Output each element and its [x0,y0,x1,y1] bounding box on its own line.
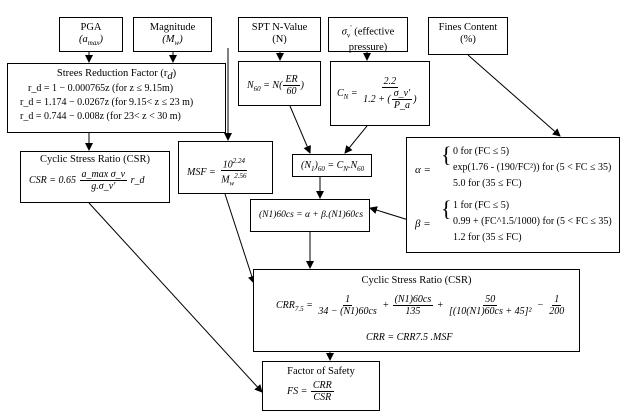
rd-line-3: r_d = 0.744 − 0.008z (for 23< z < 30 m) [20,111,181,122]
pga-symbol: (amax) [79,34,103,48]
rd-line-2: r_d = 1.174 − 0.0267z (for 9.15< z ≤ 23 … [20,97,194,108]
alpha-brace: { [441,142,452,167]
spt-box: SPT N-Value (N) [238,17,321,52]
csr-title: Cyclic Stress Ratio (CSR) [40,154,150,165]
beta-line-2: 0.99 + (FC^1.5/1000) for (5 < FC ≤ 35) [453,216,612,227]
alpha-line-2: exp(1.76 - (190/FC²)) for (5 < FC ≤ 35) [453,162,612,173]
rd-line-1: r_d = 1 − 0.000765z (for z ≤ 9.15m) [28,83,174,94]
effective-pressure-title: σv' (effective [341,24,395,40]
alpha-line-1: 0 for (FC ≤ 5) [453,146,510,157]
beta-line-1: 1 for (FC ≤ 5) [453,200,510,211]
beta-brace: { [441,196,452,221]
n160cs-formula: (N1)60cs = α + β.(N1)60cs [259,210,364,220]
effective-pressure-box: σv' (effective pressure) [328,17,408,53]
fs-title: Factor of Safety [287,366,355,377]
alpha-label: α = [415,164,431,176]
magnitude-box: Magnitude (Mw) [133,17,212,52]
effective-pressure-line2: pressure) [348,41,388,53]
alpha-line-3: 5.0 for (35 ≤ FC) [453,178,522,189]
spt-symbol: (N) [272,34,287,45]
crr-line-2: CRR = CRR7.5 .MSF [366,332,453,343]
pga-box: PGA (amax) [59,17,123,52]
n160-formula: (N1)60 = CN.N60 [301,160,365,173]
fines-content-box: Fines Content (%) [428,17,508,55]
magnitude-title: Magnitude [149,22,196,33]
beta-line-3: 1.2 for (35 ≤ FC) [453,232,522,243]
beta-label: β = [415,218,431,230]
stress-reduction-box: Strees Reduction Factor (rd) r_d = 1 − 0… [7,63,226,133]
n160-box: (N1)60 = CN.N60 [292,154,372,177]
n160cs-box: (N1)60cs = α + β.(N1)60cs [250,199,370,232]
csr-box: Cyclic Stress Ratio (CSR) CSR = 0.65 a_m… [20,151,170,203]
rd-title: Strees Reduction Factor (rd) [56,68,177,83]
crr-title: Cyclic Stress Ratio (CSR) [361,275,472,286]
pga-title: PGA [80,22,102,33]
magnitude-symbol: (Mw) [162,34,183,48]
fines-unit: (%) [460,34,476,45]
spt-title: SPT N-Value [251,22,308,33]
fines-title: Fines Content [438,22,498,33]
fines-function-box: α = { 0 for (FC ≤ 5) exp(1.76 - (190/FC²… [406,137,620,253]
